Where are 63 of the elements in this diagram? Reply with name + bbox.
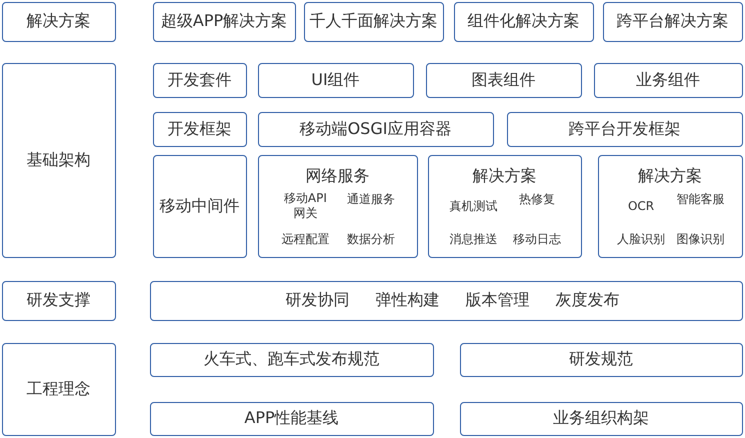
box-heading: 网络服务: [306, 166, 370, 186]
component-box: [150, 281, 743, 321]
item-label: 热修复: [518, 190, 555, 208]
component-box: [258, 112, 494, 147]
box-label: 开发套件: [168, 70, 232, 90]
item-label: 弹性构建: [376, 290, 440, 311]
category-box: [2, 63, 116, 258]
item-label: 移动API网关: [282, 191, 328, 221]
item-label: 人脸识别: [617, 230, 666, 248]
item-label: OCR: [626, 198, 656, 214]
box-heading: 解决方案: [638, 166, 702, 186]
item-label: 移动日志: [512, 230, 561, 248]
item-label: 图像识别: [676, 230, 724, 248]
box-label: 移动中间件: [160, 196, 240, 216]
item-label: 灰度发布: [556, 290, 620, 311]
component-box: [428, 155, 582, 258]
component-box: [507, 112, 743, 147]
component-box: [258, 155, 418, 258]
box-label: 组件化解决方案: [468, 11, 580, 32]
box-label: 研发支撑: [26, 290, 90, 311]
box-label: 千人千面解决方案: [310, 11, 438, 32]
box-label: 开发框架: [168, 118, 232, 140]
box-label: 业务组织构架: [553, 408, 649, 429]
component-box: [153, 155, 247, 258]
box-label: 基础架构: [26, 150, 90, 170]
item-label: 真机测试: [450, 198, 498, 214]
component-box: [150, 343, 434, 377]
item-label: 数据分析: [347, 230, 395, 248]
item-label: 研发协同: [286, 290, 350, 311]
box-label: 解决方案: [26, 11, 90, 32]
box-label: 移动端OSGI应用容器: [300, 118, 452, 140]
component-box: [460, 343, 743, 377]
box-heading: 解决方案: [472, 166, 536, 186]
component-box: [153, 112, 247, 147]
item-label: 消息推送: [450, 230, 498, 248]
item-label: 通道服务: [347, 190, 395, 208]
component-box: [150, 402, 434, 436]
item-label: 版本管理: [466, 290, 530, 311]
component-box: [153, 63, 247, 98]
box-label: 业务组件: [636, 70, 700, 90]
box-label: APP性能基线: [244, 408, 339, 429]
component-box: [153, 2, 296, 42]
component-box: [594, 63, 743, 98]
box-label: 超级APP解决方案: [160, 11, 288, 32]
box-label: 火车式、跑车式发布规范: [204, 349, 380, 370]
item-label: 远程配置: [281, 230, 330, 248]
component-box: [454, 2, 594, 42]
box-label: 研发规范: [569, 349, 633, 370]
component-box: [598, 155, 743, 258]
category-box: [2, 2, 116, 42]
box-label: 图表组件: [472, 70, 536, 90]
box-label: UI组件: [311, 70, 360, 90]
item-label: 智能客服: [676, 190, 724, 208]
category-box: [2, 343, 116, 436]
component-box: [460, 402, 743, 436]
category-box: [2, 281, 116, 321]
component-box: [258, 63, 414, 98]
component-box: [603, 2, 743, 42]
component-box: [304, 2, 444, 42]
box-label: 跨平台开发框架: [568, 118, 680, 140]
box-label: 工程理念: [26, 378, 90, 400]
component-box: [426, 63, 582, 98]
box-label: 跨平台解决方案: [616, 11, 728, 32]
